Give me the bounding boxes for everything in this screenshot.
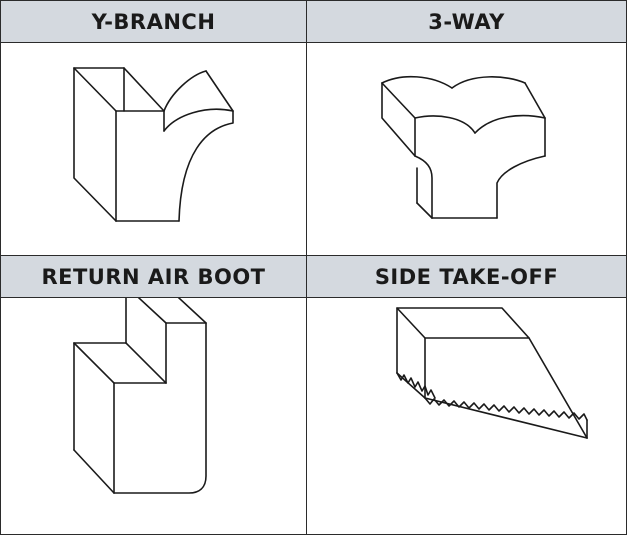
panel-title: SIDE TAKE-OFF <box>307 256 626 298</box>
panel-3-way: 3-WAY <box>307 1 626 256</box>
panel-title: RETURN AIR BOOT <box>1 256 306 298</box>
y-branch-drawing <box>73 67 234 222</box>
panel-return-air-boot: RETURN AIR BOOT <box>1 256 307 534</box>
panel-side-take-off: SIDE TAKE-OFF <box>307 256 626 534</box>
3-way-drawing <box>381 75 546 219</box>
side-take-off-drawing <box>396 307 588 439</box>
panel-title: Y-BRANCH <box>1 1 306 43</box>
panel-title: 3-WAY <box>307 1 626 43</box>
return-air-boot-drawing <box>73 298 207 494</box>
panel-y-branch: Y-BRANCH <box>1 1 307 256</box>
